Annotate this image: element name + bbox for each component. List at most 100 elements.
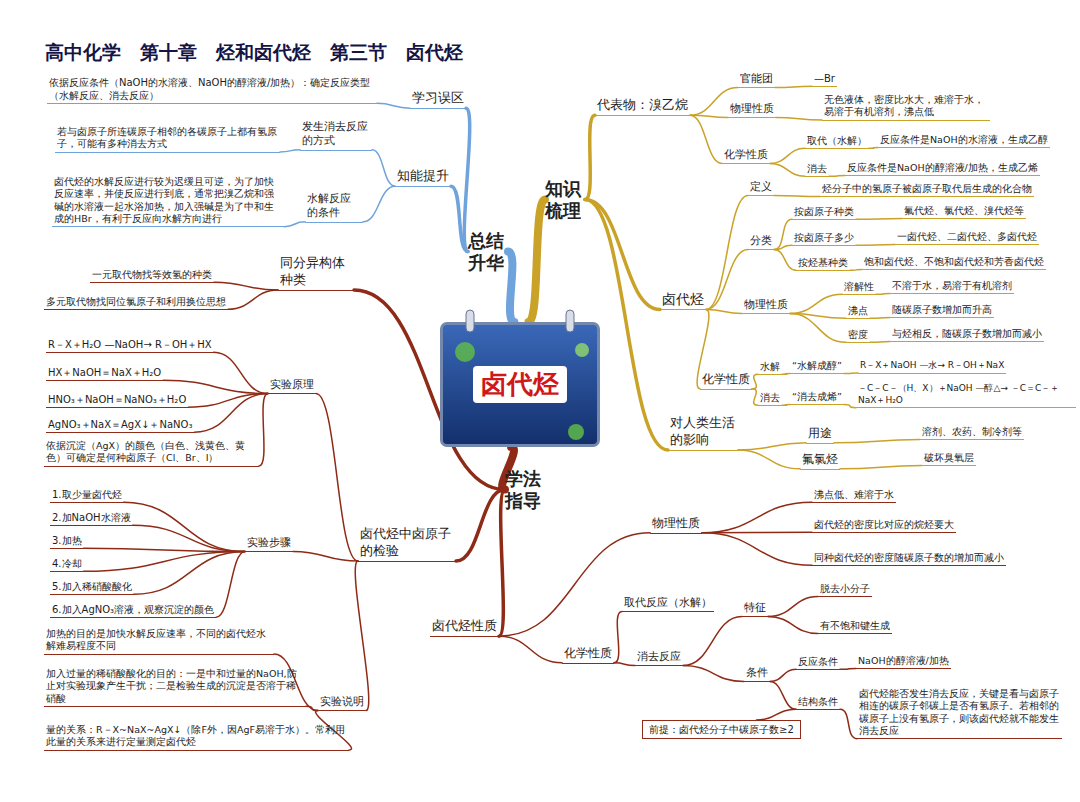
topic-label: 取代（水解） [805, 134, 869, 149]
branch-line [850, 269, 862, 271]
branch-line [293, 552, 358, 561]
node-text: 学法指导 [505, 468, 545, 511]
topic-label: 加热的目的是加快水解反应速率，不同的卤代烃水解难易程度不同 [44, 628, 274, 655]
node-text: 烃分子中的氢原子被卤原子取代后生成的化合物 [822, 183, 1032, 195]
topic-label: 学习误区 [410, 90, 466, 109]
node-text: 物理性质 [652, 516, 700, 532]
node-text: 溶剂、农药、制冷剂等 [922, 426, 1022, 438]
topic-label: 4.冷却 [50, 557, 84, 572]
branch-line [790, 314, 846, 343]
node-text: 卤代烃 [662, 290, 704, 308]
node-text: HX＋NaOH＝NaX＋H₂O [48, 366, 161, 379]
node-text: 与烃相反，随碳原子数增加而减小 [892, 328, 1042, 340]
topic-label: 取代反应（水解） [622, 596, 714, 612]
topic-label: 密度 [846, 328, 870, 343]
branch-line [840, 466, 922, 469]
branch-line [829, 175, 845, 177]
node-text: 按烃基种类 [798, 256, 848, 269]
node-text: 脱去小分子 [820, 583, 870, 595]
topic-label: 依据沉淀（AgX）的颜色（白色、浅黄色、黄色）可确定是何种卤原子（Cl、Br、I… [44, 440, 259, 467]
branch-line [84, 548, 245, 551]
branch-line [683, 666, 744, 682]
branch-line [690, 115, 722, 163]
node-text: 实验步骤 [247, 536, 291, 550]
node-text: 反应条件 [798, 655, 838, 668]
branch-line [770, 164, 805, 177]
branch-line [216, 552, 245, 618]
node-text: 依据反应条件（NaOH的水溶液、NaOH的醇溶液/加热）：确定反应类型（水解反应… [49, 76, 375, 102]
node-text: 水解 [760, 360, 780, 373]
node-text: 按卤原子种类 [794, 205, 854, 218]
topic-label: 消去 [758, 391, 782, 406]
node-text: 4.冷却 [52, 557, 82, 570]
topic-label: 加入过量的稀硝酸酸化的目的：一是中和过量的NaOH,防止对实验现象产生干扰；二是… [44, 668, 306, 707]
node-text: 一卤代烃、二卤代烃、多卤代烃 [897, 231, 1037, 243]
topic-label: —Br [812, 72, 837, 87]
node-text: 发生消去反应的方式 [302, 120, 370, 149]
branch-line [869, 147, 878, 149]
node-text: 加入过量的稀硝酸酸化的目的：一是中和过量的NaOH,防止对实验现象产生干扰；二是… [46, 668, 304, 705]
central-topic: 卤代烃 [440, 322, 600, 447]
branch-line [856, 218, 902, 220]
node-text: 卤代烃性质 [432, 618, 497, 635]
node-text: 化学性质 [724, 148, 768, 162]
branch-line [768, 617, 818, 634]
branch-line [499, 533, 650, 636]
branch-line [834, 440, 920, 443]
node-text: 知能提升 [397, 168, 449, 185]
page-title: 高中化学 第十章 烃和卤代烃 第三节 卤代烃 [45, 40, 463, 66]
topic-label: 破坏臭氧层 [922, 452, 976, 466]
topic-label: 若与卤原子所连碳原子相邻的各碳原子上都有氢原子，可能有多种消去方式 [55, 126, 280, 153]
node-text: 总结升华 [468, 230, 508, 273]
node-text: 定义 [750, 180, 772, 194]
topic-label: 反应条件是NaOH的醇溶液/加热，生成乙烯 [845, 162, 1040, 176]
branch-line [756, 709, 796, 720]
node-text: 消去 [760, 391, 780, 404]
topic-label: R－X＋H₂O —NaOH→ R－OH＋HX [46, 338, 214, 353]
node-text: －C－C－（H、X）＋NaOH —醇△→ －C＝C－＋NaX＋H₂O [858, 383, 1074, 406]
branch-line [499, 490, 505, 637]
topic-label: 对人类生活的影响 [668, 415, 738, 451]
node-text: 实验原理 [270, 378, 314, 392]
topic-label: 分类 [748, 234, 774, 250]
topic-label: 消去 [805, 162, 829, 177]
node-text: 卤代烃的密度比对应的烷烃要大 [814, 518, 954, 531]
node-text: 6.加入AgNO₃溶液，观察沉淀的颜色 [52, 603, 214, 616]
branch-line [856, 244, 895, 246]
node-text: 3.加热 [52, 534, 82, 547]
node-text: 量的关系：R－X~NaX~AgX↓（除F外，因AgF易溶于水）。常利用此量的关系… [46, 724, 347, 749]
branch-line [363, 186, 395, 222]
node-text: 多元取代物找同位氯原子和利用换位思想 [46, 295, 226, 308]
topic-label: 化学性质 [722, 148, 770, 164]
node-text: 依据沉淀（AgX）的颜色（白色、浅黄色、黄色）可确定是何种卤原子（Cl、Br、I… [46, 440, 257, 465]
branch-line [214, 352, 268, 393]
branch-line [499, 636, 562, 663]
node-text: 密度 [848, 328, 868, 341]
topic-label: 结构条件 [796, 695, 840, 710]
node-text: 5.加入稀硝酸酸化 [52, 580, 132, 593]
node-text: 知识梳理 [545, 178, 585, 221]
topic-label: 不溶于水，易溶于有机溶剂 [890, 280, 1014, 294]
topic-label: 化学性质 [700, 372, 752, 390]
node-text: 1.取少量卤代烃 [52, 488, 122, 501]
node-text: 官能团 [740, 72, 773, 86]
node-text: 加热的目的是加快水解反应速率，不同的卤代烃水解难易程度不同 [46, 628, 272, 653]
node-text: 实验说明 [320, 695, 364, 709]
branch-line [774, 196, 820, 197]
node-text: 破坏臭氧层 [924, 452, 974, 464]
node-text: 饱和卤代烃、不饱和卤代烃和芳香卤代烃 [864, 256, 1044, 268]
node-text: 不溶于水，易溶于有机溶剂 [892, 280, 1012, 292]
branch-line [770, 669, 796, 681]
node-text: 沸点 [848, 304, 868, 317]
topic-label: “消去成烯” [790, 391, 844, 405]
node-text: “消去成烯” [792, 391, 842, 403]
branch-line [124, 502, 245, 551]
branch-line [355, 561, 368, 711]
topic-label: 随碳原子数增加而升高 [890, 304, 994, 318]
branch-line [702, 533, 812, 565]
topic-label: 代表物：溴乙烷 [595, 97, 690, 116]
node-text: 分类 [750, 234, 772, 248]
branch-line [585, 115, 595, 199]
node-text: 消去 [807, 162, 827, 175]
node-text: R－X＋NaOH —水→ R－OH＋NaX [860, 360, 1004, 372]
